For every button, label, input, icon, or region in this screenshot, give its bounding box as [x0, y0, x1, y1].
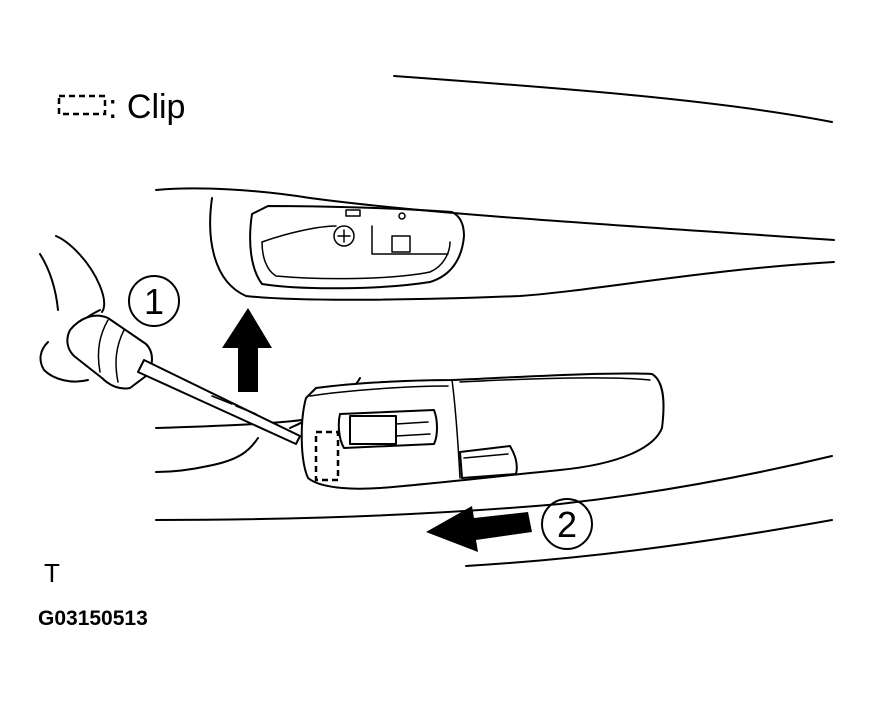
step-2-label: 2: [557, 504, 577, 545]
clip-location-marker: [314, 430, 340, 482]
inner-door-handle: [249, 205, 465, 290]
step-1-circle-icon: [128, 275, 180, 327]
step-2-circle-icon: [541, 498, 593, 550]
clip-legend: : Clip: [57, 88, 185, 126]
orientation-mark: T: [44, 558, 60, 588]
step-1-up-arrow-icon: [222, 308, 272, 392]
step-2-left-arrow-icon: [426, 506, 532, 552]
step-1-label: 1: [144, 281, 164, 322]
window-switch-button: [337, 409, 438, 449]
step-2-indicator: 2: [426, 498, 593, 552]
screwdriver: [66, 314, 301, 445]
window-switch-panel: [300, 372, 665, 490]
clip-legend-label: : Clip: [108, 88, 185, 126]
door-panel-outline: [155, 75, 835, 567]
step-1-indicator: 1: [128, 275, 272, 392]
figure-code: G03150513: [38, 607, 148, 630]
dashed-clip-symbol-icon: [57, 94, 107, 116]
